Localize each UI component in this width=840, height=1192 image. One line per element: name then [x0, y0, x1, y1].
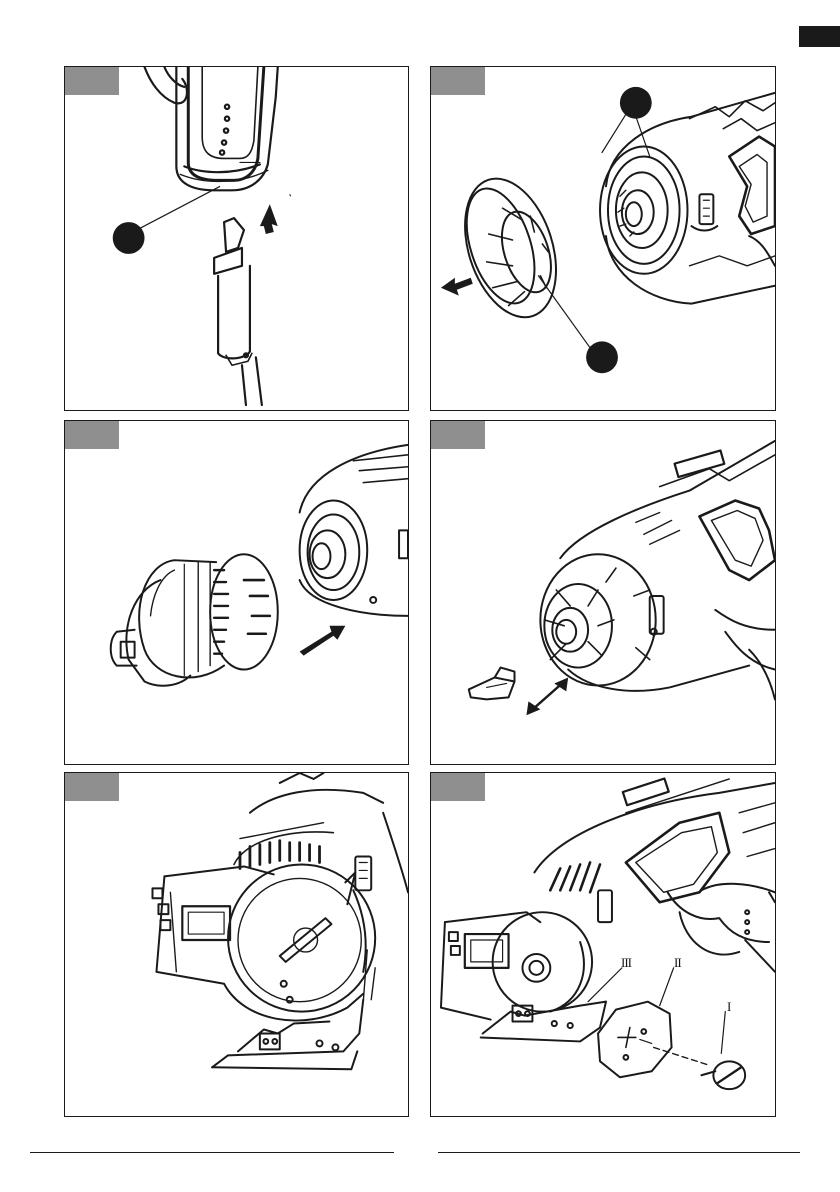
figure-2-panel — [430, 66, 776, 411]
figure-6-illustration — [431, 773, 775, 1116]
figure-2-tag — [431, 67, 485, 95]
figure-1-panel — [64, 66, 409, 411]
callout-1 — [113, 222, 145, 254]
figure-6-tag — [431, 773, 485, 801]
figure-5-tag — [65, 773, 119, 801]
figure-1-tag — [65, 67, 119, 95]
figure-5-panel — [64, 772, 409, 1117]
figure-4-tag — [431, 421, 485, 449]
language-tab — [799, 26, 840, 47]
part-label-iii: III — [621, 955, 631, 971]
part-label-ii: II — [674, 955, 681, 971]
figure-2-illustration — [431, 67, 775, 410]
figure-6-panel: III II I — [430, 772, 776, 1117]
figure-1-illustration — [65, 67, 408, 410]
figure-3-tag — [65, 421, 119, 449]
footer-rule-right — [438, 1152, 800, 1153]
figure-5-illustration — [65, 773, 408, 1116]
figure-3-panel — [64, 420, 409, 765]
figure-4-panel — [430, 420, 776, 765]
figure-3-illustration — [65, 421, 408, 764]
callout-2a — [620, 87, 652, 119]
part-label-i: I — [727, 999, 730, 1015]
figure-4-illustration — [431, 421, 775, 764]
callout-2b — [586, 341, 618, 373]
footer-rule-left — [30, 1152, 394, 1153]
